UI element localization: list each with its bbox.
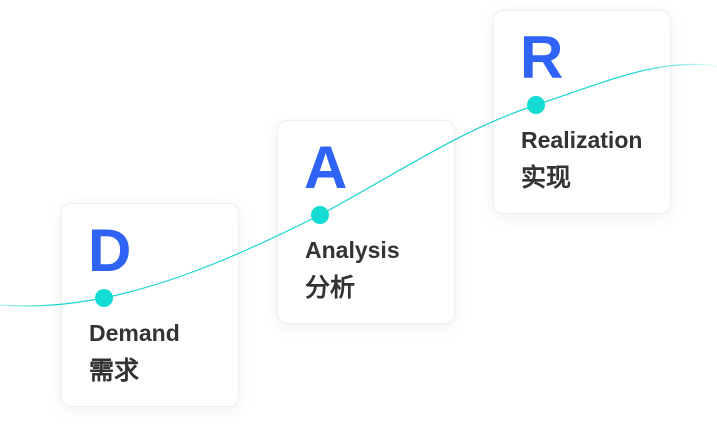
stage-title-zh: 需求 (89, 357, 140, 385)
stage-card-analysis: A Analysis 分析 (277, 120, 455, 324)
stage-letter: A (304, 134, 348, 201)
stage-card-realization: R Realization 实现 (493, 10, 671, 214)
stage-card-demand: D Demand 需求 (61, 203, 239, 407)
stage-title-zh: 分析 (305, 274, 356, 302)
stage-title-zh: 实现 (521, 164, 572, 192)
stage-letter: D (88, 217, 132, 284)
stage-title-en: Analysis (305, 237, 400, 263)
stage-letter: R (520, 24, 564, 91)
stage-title-en: Realization (521, 127, 643, 153)
stage-title-en: Demand (89, 320, 180, 346)
